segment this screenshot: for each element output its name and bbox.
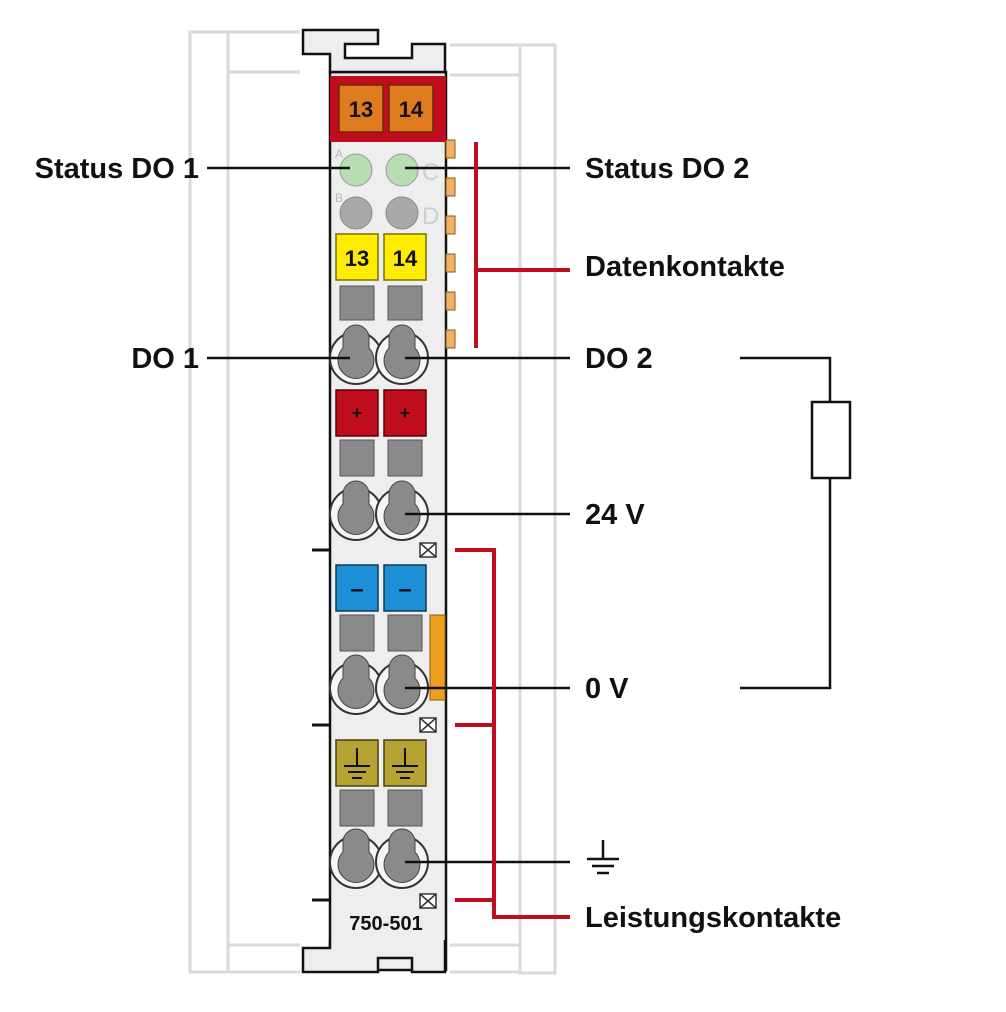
- leader-lines: [207, 166, 570, 864]
- minus-right-label: –: [398, 576, 411, 603]
- label-leistungskontakte: Leistungskontakte: [585, 902, 841, 934]
- left-contact-ticks: [312, 548, 330, 902]
- top-tab-right-label: 14: [399, 97, 424, 122]
- led-inactive-b: [339, 196, 373, 230]
- status-led-do1: [339, 153, 373, 187]
- clamp-row-ground: [329, 828, 429, 889]
- leistungskontakte-bracket: [455, 548, 570, 919]
- label-datenkontakte: Datenkontakte: [585, 251, 785, 283]
- label-24v: 24 V: [585, 499, 645, 531]
- top-tab-left-label: 13: [349, 97, 373, 122]
- led-letter-c: C: [422, 159, 439, 186]
- led-letter-d: D: [422, 203, 439, 230]
- label-do2: DO 2: [585, 343, 653, 375]
- ground-symbol-icon: [587, 840, 619, 875]
- clamp-row-0v: [329, 654, 429, 715]
- plus-left-label: +: [352, 403, 363, 423]
- led-letter-a: A: [335, 147, 343, 161]
- led-letter-b: B: [335, 191, 343, 205]
- data-contacts: [445, 139, 456, 349]
- ground-markers: [335, 739, 427, 787]
- yellow-right-label: 14: [393, 246, 418, 271]
- power-contact-orange: [429, 614, 446, 701]
- led-inactive-d: [385, 196, 419, 230]
- label-0v: 0 V: [585, 673, 629, 705]
- model-number: 750-501: [349, 913, 422, 935]
- release-buttons: [339, 285, 423, 827]
- datenkontakte-bracket: [474, 142, 570, 348]
- clamp-row-24v: [329, 480, 429, 541]
- ground-symbol-icon: [344, 748, 370, 779]
- clamp-row-do: [329, 324, 429, 385]
- minus-left-label: –: [350, 576, 363, 603]
- label-status-do1: Status DO 1: [35, 153, 199, 185]
- label-status-do2: Status DO 2: [585, 153, 749, 185]
- load-circuit: [740, 356, 852, 690]
- resistor-icon: [810, 400, 852, 480]
- terminal-clamps: [329, 324, 429, 889]
- power-contact-blades: [419, 542, 437, 909]
- din-rail-outline: [188, 30, 557, 975]
- led-section: A B C D: [335, 147, 439, 230]
- top-marker-section: 13 14: [330, 76, 446, 142]
- status-led-do2: [385, 153, 419, 187]
- label-do1: DO 1: [131, 343, 199, 375]
- yellow-left-label: 13: [345, 246, 369, 271]
- yellow-markers: 13 14: [335, 233, 427, 281]
- minus-markers: – –: [335, 564, 427, 612]
- plus-markers: + +: [335, 389, 427, 437]
- plus-right-label: +: [400, 403, 411, 423]
- ground-symbol-icon: [392, 748, 418, 779]
